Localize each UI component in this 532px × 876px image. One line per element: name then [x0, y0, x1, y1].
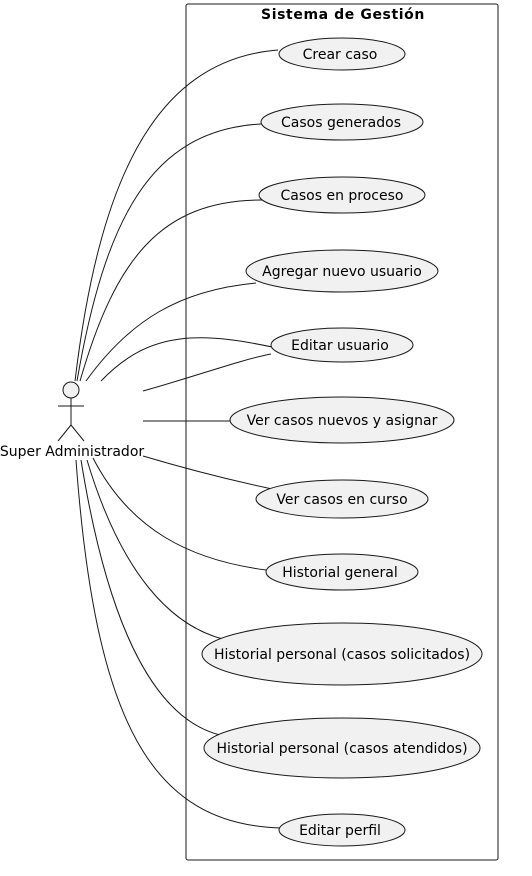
use-case-label: Editar usuario — [291, 338, 389, 354]
association-ver-casos-en-curso — [142, 455, 273, 490]
use-case-label: Historial personal (casos solicitados) — [214, 647, 470, 663]
use-case-label: Agregar nuevo usuario — [262, 264, 422, 280]
use-case-label: Ver casos nuevos y asignar — [247, 413, 438, 429]
use-case-label: Casos generados — [281, 115, 401, 131]
use-case-crear-caso[interactable]: Crear caso — [278, 37, 406, 71]
association-historial-atendidos — [80, 459, 221, 736]
use-case-casos-generados[interactable]: Casos generados — [260, 103, 424, 141]
use-case-label: Crear caso — [303, 47, 378, 63]
association-editar-perfil — [75, 459, 283, 829]
actor-super-administrador — [57, 381, 85, 442]
system-boundary-box — [185, 3, 499, 861]
association-agregar-nuevo-usuario — [85, 282, 257, 382]
actor-head — [62, 381, 80, 399]
use-case-editar-usuario[interactable]: Editar usuario — [270, 327, 414, 363]
use-case-casos-en-proceso[interactable]: Casos en proceso — [258, 176, 426, 214]
association-editar-usuario — [100, 337, 291, 382]
use-case-ver-casos-en-curso[interactable]: Ver casos en curso — [255, 479, 429, 519]
use-case-label: Historial general — [282, 565, 398, 581]
association-editar-usuario-b — [142, 353, 272, 392]
association-historial-solicitados — [86, 459, 233, 642]
use-case-editar-perfil[interactable]: Editar perfil — [278, 813, 406, 847]
use-case-label: Casos en proceso — [281, 188, 404, 204]
actor-right-leg — [70, 424, 85, 442]
actor-label: Super Administrador — [0, 444, 144, 460]
use-case-agregar-nuevo-usuario[interactable]: Agregar nuevo usuario — [245, 249, 439, 293]
use-case-label: Ver casos en curso — [276, 492, 407, 508]
use-case-historial-personal-solicitados[interactable]: Historial personal (casos solicitados) — [201, 622, 483, 686]
use-case-ver-casos-nuevos-y-asignar[interactable]: Ver casos nuevos y asignar — [229, 396, 455, 444]
association-casos-generados — [76, 123, 262, 382]
association-crear-caso — [74, 49, 279, 382]
associations — [74, 49, 291, 829]
use-case-historial-personal-atendidos[interactable]: Historial personal (casos atendidos) — [203, 717, 481, 779]
system-title: Sistema de Gestión — [261, 7, 425, 23]
association-casos-en-proceso — [79, 199, 263, 382]
use-case-label: Historial personal (casos atendidos) — [216, 741, 467, 757]
system-boundary: Sistema de Gestión — [185, 3, 499, 861]
actor-left-leg — [57, 424, 72, 442]
use-case-label: Editar perfil — [299, 823, 381, 839]
use-case-historial-general[interactable]: Historial general — [265, 553, 419, 591]
association-historial-general — [92, 457, 267, 571]
